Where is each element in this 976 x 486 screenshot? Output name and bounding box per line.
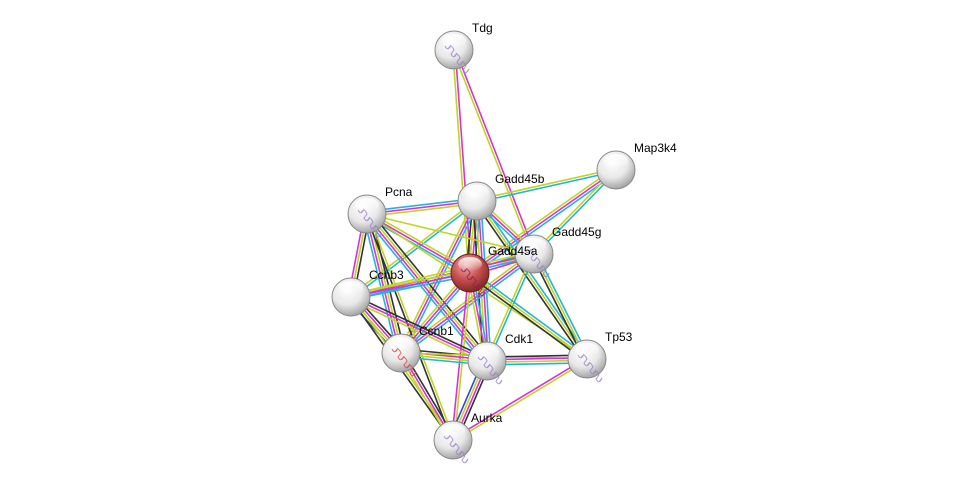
edge-line-textmining: [453, 359, 589, 442]
edge-line-experiments: [451, 357, 587, 440]
protein-structure-icon: [524, 248, 550, 278]
protein-structure-icon: [391, 347, 417, 377]
edge-line-databases: [351, 201, 479, 299]
edge-line-coexpression: [530, 254, 586, 361]
edge-line-coexpression: [474, 202, 586, 361]
edges-layer: [347, 49, 618, 442]
edge-line-coexpression: [369, 211, 491, 360]
edge-line-databases: [402, 255, 537, 356]
edge-line-experiments: [469, 169, 617, 274]
edge-line-coexpression: [351, 293, 489, 360]
protein-structure-icon: [443, 434, 469, 464]
node-tp53[interactable]: Tp53: [567, 330, 633, 383]
node-label: Cdk1: [505, 332, 533, 346]
edge-line-textmining: [485, 253, 534, 361]
edge-line-experiments: [350, 272, 471, 298]
edge-line-textmining: [350, 269, 470, 296]
node-label: Pcna: [385, 185, 413, 199]
edge-line-databases: [477, 170, 617, 204]
edge-gadd45a-tp53[interactable]: [467, 270, 590, 362]
edge-line-textmining: [476, 200, 588, 360]
nodes-layer: TdgMap3k4Gadd45bPcnaGadd45gGadd45aCcnb3C…: [331, 21, 677, 464]
node-ccnb3[interactable]: Ccnb3: [331, 268, 404, 317]
protein-structure-icon: [477, 355, 503, 385]
node-label: Ccnb3: [369, 268, 404, 282]
node-highlight: [475, 345, 499, 359]
edge-line-textmining: [349, 199, 477, 297]
edge-line-textmining: [349, 298, 487, 365]
node-ccnb1[interactable]: Ccnb1: [381, 324, 454, 377]
edge-line-textmining: [533, 253, 588, 360]
edge-tdg-gadd45g[interactable]: [452, 49, 536, 255]
node-label: Gadd45b: [495, 172, 545, 186]
node-label: Tdg: [472, 21, 493, 35]
edge-line-experiments: [350, 296, 488, 362]
node-label: Aurka: [471, 411, 503, 425]
edge-line-textmining: [532, 168, 616, 254]
node-pcna[interactable]: Pcna: [347, 185, 413, 238]
node-label: Map3k4: [634, 141, 677, 155]
node-label: Gadd45a: [488, 244, 538, 258]
node-gadd45g[interactable]: Gadd45g: [514, 225, 601, 278]
edge-line-experiments: [450, 272, 470, 440]
edge-map3k4-gadd45g[interactable]: [532, 168, 618, 256]
edge-line-databases: [487, 254, 536, 362]
node-gadd45b[interactable]: Gadd45b: [457, 172, 545, 221]
edge-line-databases: [534, 170, 618, 256]
edge-line-textmining: [366, 213, 535, 255]
edge-line-textmining: [451, 50, 470, 274]
node-highlight: [465, 185, 489, 199]
edge-gadd45a-ccnb3[interactable]: [350, 269, 471, 301]
edge-line-experiments: [364, 214, 401, 354]
edge-line-experiments: [454, 49, 473, 273]
edge-line-databases: [471, 171, 618, 276]
node-highlight: [604, 154, 628, 168]
edge-line-textmining: [469, 272, 588, 360]
edge-line-databases: [351, 274, 471, 301]
node-map3k4[interactable]: Map3k4: [596, 141, 677, 190]
edge-line-textmining: [367, 212, 489, 361]
node-tdg[interactable]: Tdg: [434, 21, 493, 74]
node-aurka[interactable]: Aurka: [433, 411, 503, 464]
node-cdk1[interactable]: Cdk1: [467, 332, 533, 385]
node-highlight: [389, 337, 413, 351]
node-highlight: [575, 343, 599, 357]
edge-map3k4-gadd45a[interactable]: [468, 167, 618, 276]
node-label: Tp53: [605, 330, 633, 344]
node-gadd45a[interactable]: Gadd45a: [450, 244, 538, 297]
edge-gadd45g-cdk1[interactable]: [485, 253, 536, 362]
edge-line-textmining: [367, 211, 472, 272]
edge-line-textmining: [367, 213, 455, 440]
node-label: Gadd45g: [552, 225, 601, 239]
protein-structure-icon: [357, 208, 383, 238]
edge-line-coexpression: [467, 274, 586, 362]
node-highlight: [339, 281, 363, 295]
edge-line-textmining: [452, 50, 534, 255]
edge-pcna-gadd45g[interactable]: [366, 213, 535, 255]
edge-tdg-gadd45a[interactable]: [451, 49, 473, 274]
edge-line-textmining: [453, 273, 473, 441]
edge-gadd45b-ccnb3[interactable]: [349, 199, 479, 299]
node-highlight: [441, 424, 465, 438]
node-highlight: [355, 198, 379, 212]
edge-line-experiments: [454, 49, 536, 254]
node-highlight: [458, 257, 482, 271]
edge-line-databases: [471, 270, 590, 358]
edge-line-experiments: [366, 213, 471, 274]
edge-line-databases: [362, 214, 398, 355]
node-label: Ccnb1: [419, 324, 454, 338]
edge-gadd45a-aurka[interactable]: [450, 272, 473, 441]
edge-line-experiments: [365, 214, 487, 363]
edge-map3k4-gadd45b[interactable]: [476, 167, 617, 204]
protein-structure-icon: [577, 353, 603, 383]
edge-tp53-aurka[interactable]: [451, 357, 589, 442]
protein-structure-icon: [460, 267, 486, 297]
node-highlight: [522, 238, 546, 252]
edge-ccnb3-cdk1[interactable]: [349, 293, 489, 365]
edge-line-textmining: [468, 167, 615, 272]
edge-line-textmining: [476, 167, 616, 201]
protein-structure-icon: [444, 44, 470, 74]
node-highlight: [442, 34, 466, 48]
edge-line-textmining: [350, 250, 534, 296]
